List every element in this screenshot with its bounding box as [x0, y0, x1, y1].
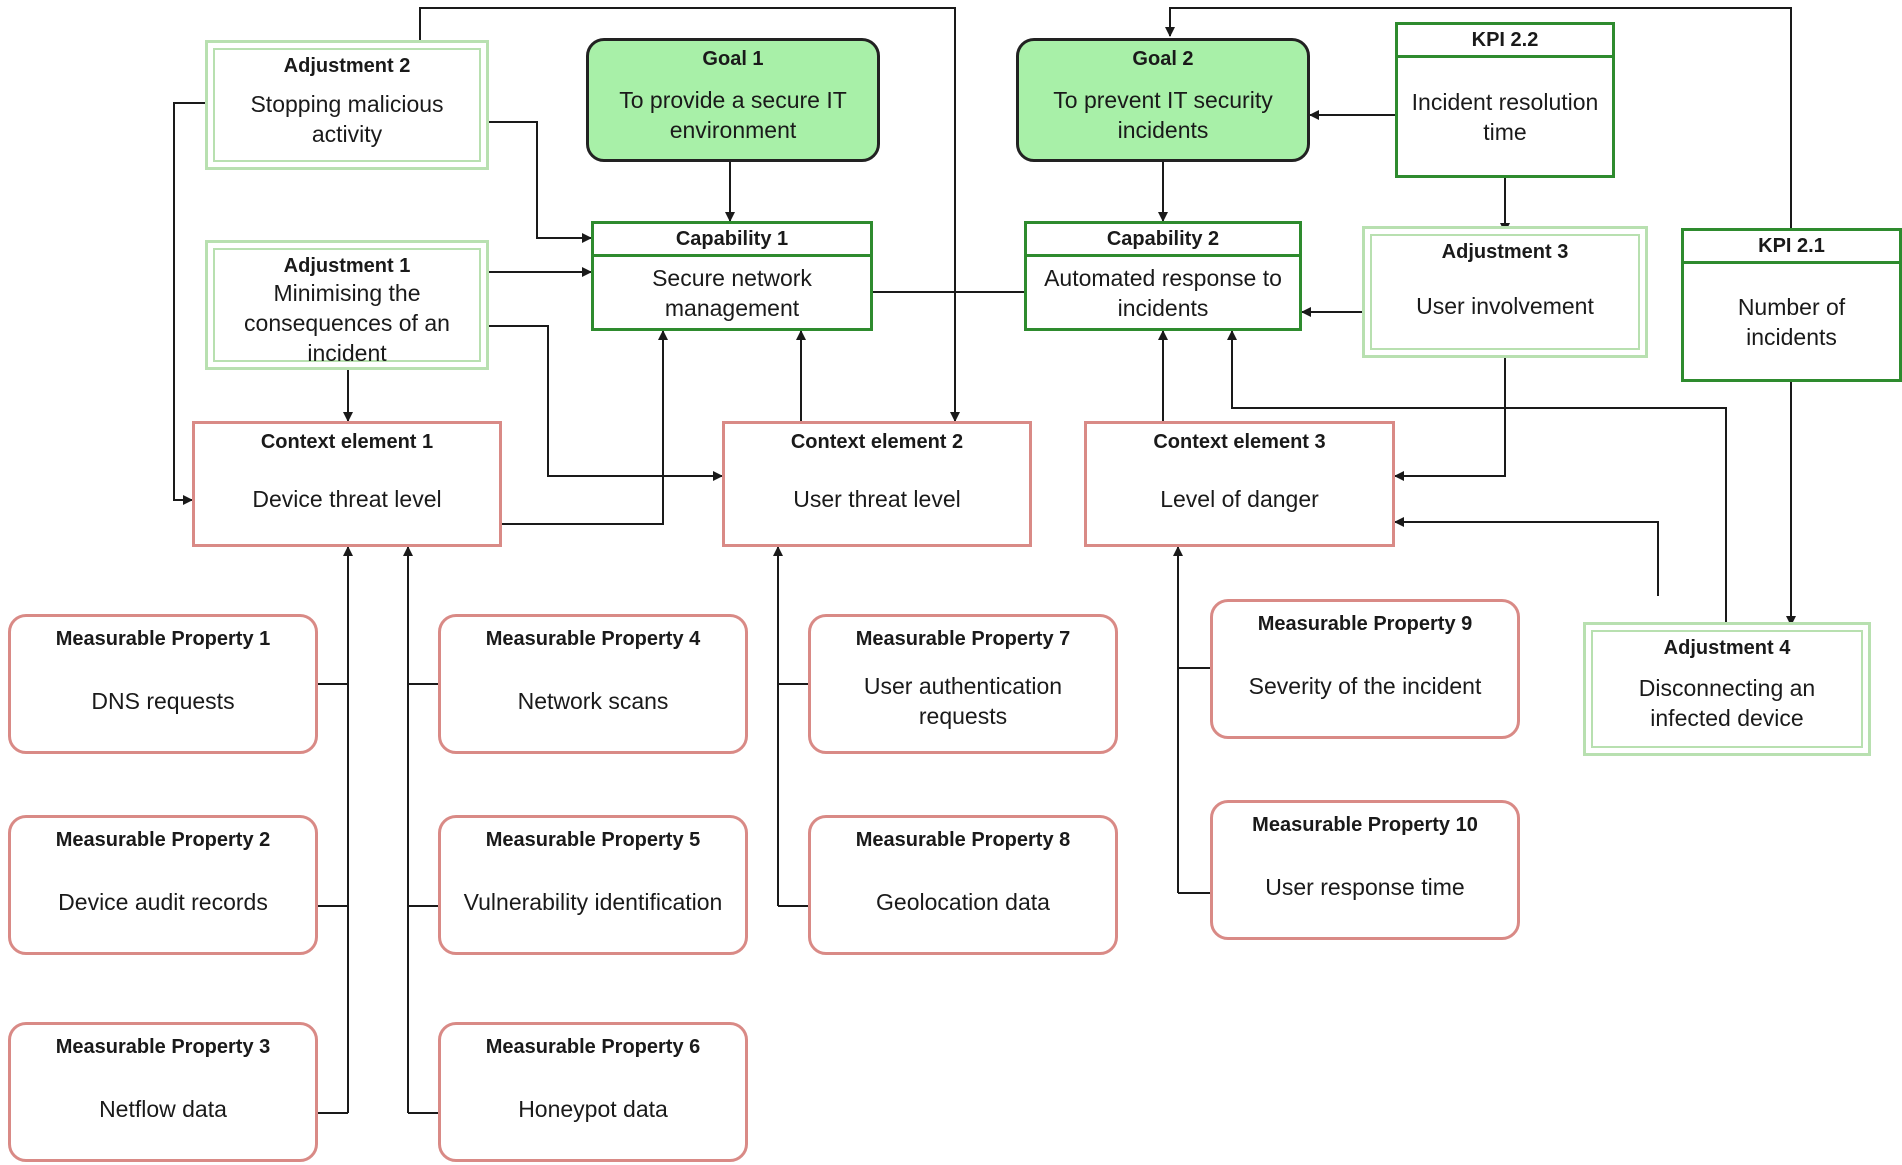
- measurable-property-4-text: Network scans: [517, 688, 669, 714]
- measurable-property-7-text: User authentication requests: [863, 673, 1063, 729]
- kpi-2-1: KPI 2.1 Number of incidents: [1681, 228, 1902, 382]
- adjustment-4: Adjustment 4 Disconnecting an infected d…: [1583, 622, 1871, 756]
- adjustment-1-text: Minimising the consequences of an incide…: [244, 280, 450, 366]
- kpi-2-2: KPI 2.2 Incident resolution time: [1395, 22, 1615, 178]
- kpi-2-2-text: Incident resolution time: [1411, 88, 1599, 145]
- measurable-property-4-title: Measurable Property 4: [485, 628, 701, 650]
- measurable-property-1-title: Measurable Property 1: [55, 628, 271, 650]
- goal-1-title: Goal 1: [702, 48, 764, 70]
- edge-mp-ce3: [1178, 547, 1210, 894]
- context-element-3-text: Level of danger: [1160, 486, 1319, 512]
- capability-2-text: Automated response to incidents: [1044, 264, 1282, 321]
- kpi-2-1-title: KPI 2.1: [1684, 231, 1899, 264]
- capability-1: Capability 1 Secure network management: [591, 221, 873, 331]
- capability-2-title: Capability 2: [1027, 224, 1299, 257]
- adjustment-1-title: Adjustment 1: [283, 255, 411, 277]
- measurable-property-5: Measurable Property 5 Vulnerability iden…: [438, 815, 748, 955]
- measurable-property-7: Measurable Property 7 User authenticatio…: [808, 614, 1118, 754]
- capability-1-title: Capability 1: [594, 224, 870, 257]
- goal-1-text: To provide a secure IT environment: [619, 87, 847, 143]
- measurable-property-3-text: Netflow data: [99, 1096, 227, 1122]
- measurable-property-1: Measurable Property 1 DNS requests: [8, 614, 318, 754]
- adjustment-4-title: Adjustment 4: [1663, 637, 1791, 659]
- edge-kpi21-goal2: [1165, 7, 1792, 228]
- edge-adj4-ce3: [1394, 517, 1659, 596]
- adjustment-3: Adjustment 3 User involvement: [1362, 226, 1648, 358]
- measurable-property-8-text: Geolocation data: [876, 889, 1050, 915]
- context-element-3: Context element 3 Level of danger: [1084, 421, 1395, 547]
- goal-1: Goal 1 To provide a secure IT environmen…: [586, 38, 880, 162]
- measurable-property-5-title: Measurable Property 5: [485, 829, 701, 851]
- adjustment-2-title: Adjustment 2: [283, 55, 411, 77]
- edge-mp-ce1-a: [318, 547, 348, 1114]
- edge-mp-ce1-b: [408, 547, 438, 1114]
- context-element-1: Context element 1 Device threat level: [192, 421, 502, 547]
- measurable-property-8-title: Measurable Property 8: [855, 829, 1071, 851]
- measurable-property-6-text: Honeypot data: [518, 1096, 668, 1122]
- edge-mp-ce2: [778, 547, 808, 907]
- edge-adj2-cap1: [484, 121, 592, 243]
- capability-1-text: Secure network management: [652, 264, 812, 321]
- edge-adj2-ce1: [173, 102, 205, 505]
- kpi-2-1-text: Number of incidents: [1737, 293, 1846, 350]
- edge-adj2-ce2: [419, 7, 960, 422]
- measurable-property-6: Measurable Property 6 Honeypot data: [438, 1022, 748, 1162]
- context-element-2: Context element 2 User threat level: [722, 421, 1032, 547]
- goal-2: Goal 2 To prevent IT security incidents: [1016, 38, 1310, 162]
- adjustment-2-text: Stopping malicious activity: [250, 91, 444, 147]
- measurable-property-10-title: Measurable Property 10: [1252, 814, 1478, 836]
- measurable-property-2-text: Device audit records: [58, 889, 268, 915]
- edge-adj3-ce3: [1394, 350, 1506, 481]
- measurable-property-10-text: User response time: [1265, 874, 1465, 900]
- measurable-property-2: Measurable Property 2 Device audit recor…: [8, 815, 318, 955]
- context-element-1-text: Device threat level: [252, 486, 442, 512]
- goal-2-title: Goal 2: [1132, 48, 1194, 70]
- adjustment-2: Adjustment 2 Stopping malicious activity: [205, 40, 489, 170]
- measurable-property-9-title: Measurable Property 9: [1257, 613, 1473, 635]
- edge-adj1-ce2: [484, 325, 723, 481]
- context-element-2-title: Context element 2: [790, 431, 964, 453]
- adjustment-4-text: Disconnecting an infected device: [1638, 675, 1816, 731]
- context-element-1-title: Context element 1: [260, 431, 434, 453]
- measurable-property-5-text: Vulnerability identification: [463, 889, 723, 915]
- measurable-property-9: Measurable Property 9 Severity of the in…: [1210, 599, 1520, 739]
- goal-2-text: To prevent IT security incidents: [1053, 87, 1273, 143]
- measurable-property-1-text: DNS requests: [91, 688, 235, 714]
- measurable-property-2-title: Measurable Property 2: [55, 829, 271, 851]
- measurable-property-10: Measurable Property 10 User response tim…: [1210, 800, 1520, 940]
- measurable-property-9-text: Severity of the incident: [1248, 673, 1482, 699]
- adjustment-1: Adjustment 1 Minimising the consequences…: [205, 240, 489, 370]
- measurable-property-6-title: Measurable Property 6: [485, 1036, 701, 1058]
- capability-2: Capability 2 Automated response to incid…: [1024, 221, 1302, 331]
- kpi-2-2-title: KPI 2.2: [1398, 25, 1612, 58]
- edge-ce1-cap1: [502, 330, 668, 525]
- measurable-property-8: Measurable Property 8 Geolocation data: [808, 815, 1118, 955]
- context-element-3-title: Context element 3: [1153, 431, 1326, 453]
- adjustment-3-title: Adjustment 3: [1441, 241, 1569, 263]
- measurable-property-4: Measurable Property 4 Network scans: [438, 614, 748, 754]
- measurable-property-7-title: Measurable Property 7: [855, 628, 1071, 650]
- measurable-property-3: Measurable Property 3 Netflow data: [8, 1022, 318, 1162]
- adjustment-3-text: User involvement: [1416, 293, 1594, 319]
- edge-adj4-cap2: [1227, 330, 1727, 625]
- measurable-property-3-title: Measurable Property 3: [55, 1036, 271, 1058]
- context-element-2-text: User threat level: [793, 486, 961, 512]
